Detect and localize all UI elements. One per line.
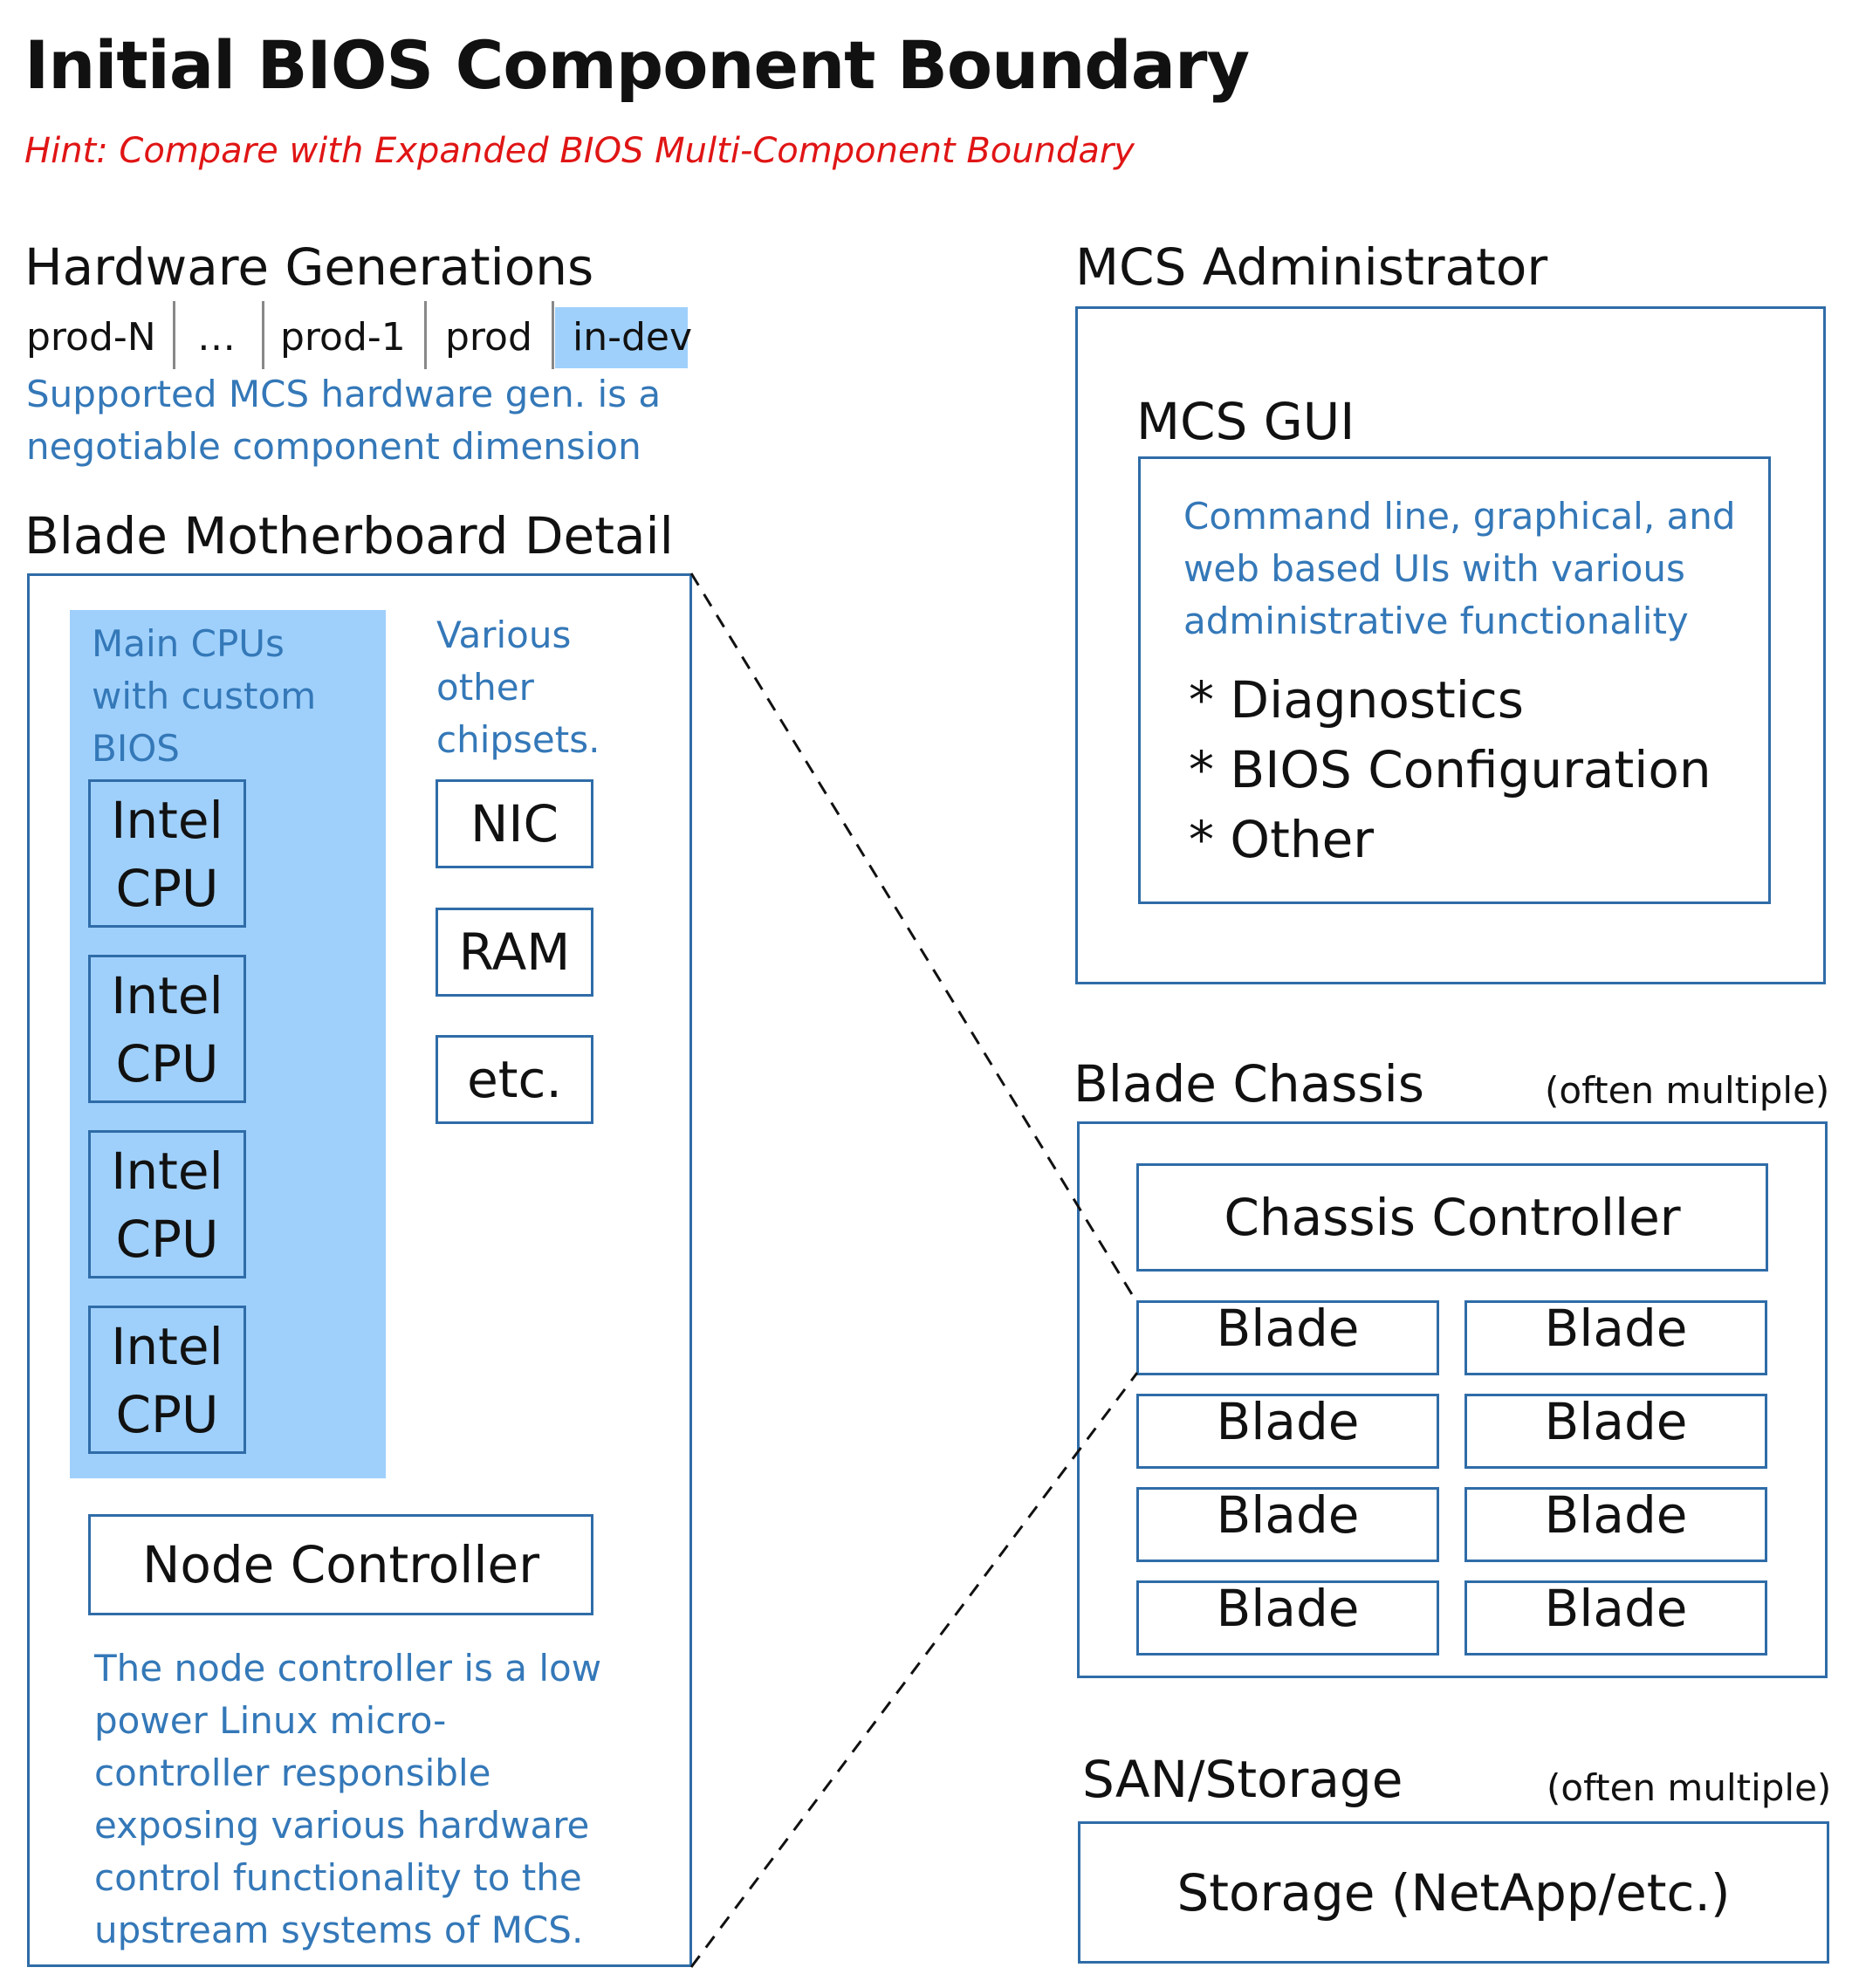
- blade-box: Blade: [1464, 1300, 1767, 1375]
- san-storage-heading: SAN/Storage: [1082, 1750, 1403, 1809]
- label-line: other: [436, 666, 534, 709]
- note-line: power Linux micro-: [94, 1699, 447, 1742]
- blade-box: Blade: [1464, 1394, 1767, 1469]
- cpu-label: Intel: [111, 1317, 223, 1376]
- label-line: chipsets.: [436, 718, 600, 761]
- mcs-gui-note: Command line, graphical, and web based U…: [1183, 490, 1736, 648]
- mcs-gui-box: [1138, 456, 1771, 904]
- label-line: Various: [436, 614, 572, 656]
- page-title: Initial BIOS Component Boundary: [24, 26, 1250, 104]
- blade-box: Blade: [1136, 1487, 1439, 1562]
- storage-box: Storage (NetApp/etc.): [1078, 1821, 1829, 1964]
- cpu-label: CPU: [115, 1034, 219, 1093]
- blade-box: Blade: [1136, 1580, 1439, 1656]
- intel-cpu-box: Intel CPU: [88, 1130, 246, 1278]
- mcs-administrator-heading: MCS Administrator: [1075, 237, 1548, 297]
- note-line: The node controller is a low: [94, 1647, 602, 1690]
- note-line: Supported MCS hardware gen. is a: [26, 373, 662, 415]
- feature-item: * BIOS Configuration: [1189, 740, 1711, 799]
- cpu-label: Intel: [111, 1141, 223, 1201]
- feature-item: * Other: [1189, 810, 1375, 869]
- cpu-group: [70, 610, 386, 1478]
- note-line: Command line, graphical, and: [1183, 495, 1736, 538]
- generation-item: prod: [445, 315, 532, 360]
- generation-item: prod-N: [26, 315, 156, 360]
- generation-divider: [262, 301, 264, 369]
- intel-cpu-box: Intel CPU: [88, 1306, 246, 1454]
- blade-chassis-heading: Blade Chassis: [1073, 1054, 1424, 1114]
- zoom-line-bottom: [689, 1372, 1139, 1968]
- blade-motherboard-heading: Blade Motherboard Detail: [24, 506, 674, 566]
- generation-divider: [552, 301, 554, 369]
- generation-divider: [424, 301, 427, 369]
- node-controller-box: Node Controller: [88, 1514, 593, 1615]
- intel-cpu-box: Intel CPU: [88, 779, 246, 928]
- cpu-label: CPU: [115, 859, 219, 918]
- generation-item: …: [197, 315, 236, 360]
- cpu-label: Intel: [111, 791, 223, 850]
- hint-text: Hint: Compare with Expanded BIOS Multi-C…: [24, 131, 1135, 171]
- label-line: Main CPUs: [92, 622, 285, 665]
- note-line: administrative functionality: [1183, 600, 1689, 642]
- blade-box: Blade: [1136, 1394, 1439, 1469]
- note-line: controller responsible: [94, 1751, 491, 1794]
- blade-box: Blade: [1464, 1487, 1767, 1562]
- san-storage-qualifier: (often multiple): [1547, 1766, 1832, 1809]
- hardware-generations-note: Supported MCS hardware gen. is a negotia…: [26, 368, 661, 473]
- cpu-label: Intel: [111, 966, 223, 1025]
- note-line: upstream systems of MCS.: [94, 1909, 584, 1951]
- label-line: with custom: [92, 675, 317, 717]
- etc-box: etc.: [436, 1035, 593, 1124]
- mcs-gui-features: * Diagnostics * BIOS Configuration * Oth…: [1189, 665, 1711, 874]
- chipsets-label: Various other chipsets.: [436, 609, 600, 766]
- note-line: web based UIs with various: [1183, 547, 1685, 590]
- ram-box: RAM: [436, 908, 593, 997]
- note-line: exposing various hardware: [94, 1804, 590, 1847]
- label-line: BIOS: [92, 727, 180, 770]
- blade-box: Blade: [1136, 1300, 1439, 1375]
- blade-chassis-qualifier: (often multiple): [1545, 1069, 1830, 1112]
- mcs-gui-heading: MCS GUI: [1136, 392, 1355, 451]
- generation-item-highlighted: in-dev: [555, 307, 692, 368]
- cpu-group-label: Main CPUs with custom BIOS: [92, 618, 316, 775]
- cpu-label: CPU: [115, 1385, 219, 1444]
- nic-box: NIC: [436, 779, 593, 868]
- cpu-label: CPU: [115, 1210, 219, 1269]
- node-controller-note: The node controller is a low power Linux…: [94, 1642, 601, 1957]
- blade-box: Blade: [1464, 1580, 1767, 1656]
- hardware-generations-heading: Hardware Generations: [24, 237, 594, 297]
- note-line: control functionality to the: [94, 1856, 582, 1899]
- intel-cpu-box: Intel CPU: [88, 955, 246, 1103]
- feature-item: * Diagnostics: [1189, 670, 1524, 730]
- note-line: negotiable component dimension: [26, 425, 641, 468]
- zoom-line-top: [689, 572, 1139, 1304]
- generation-divider: [173, 301, 175, 369]
- chassis-controller-box: Chassis Controller: [1136, 1163, 1768, 1272]
- generation-item: prod-1: [280, 315, 406, 360]
